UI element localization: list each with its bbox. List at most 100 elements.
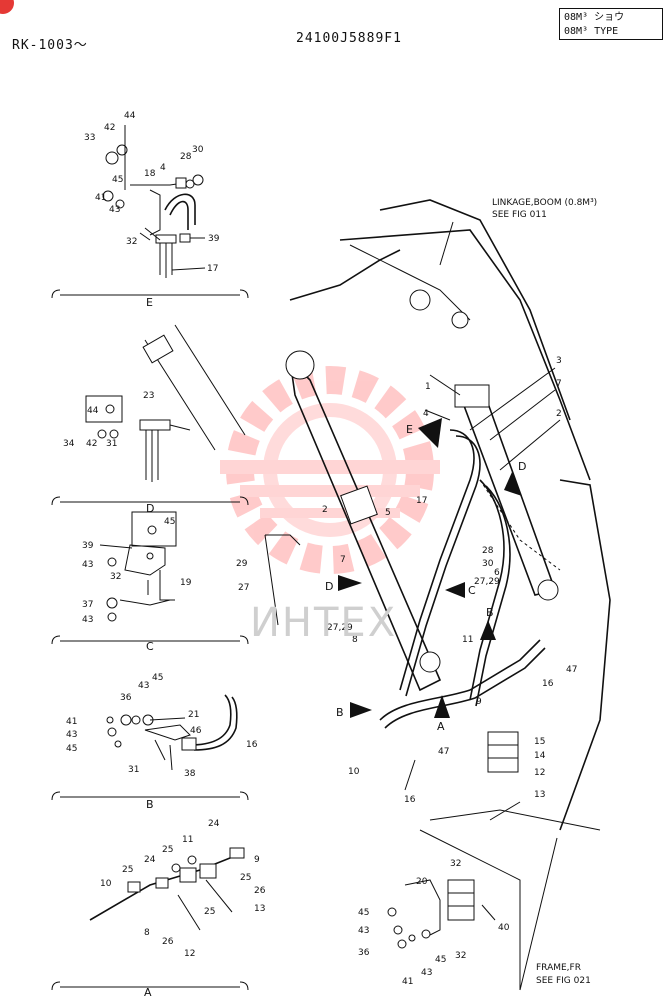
callout-43: 43 bbox=[82, 560, 93, 570]
arrow-a-label: A bbox=[437, 720, 445, 733]
callout-44: 44 bbox=[87, 406, 99, 416]
callout-17: 17 bbox=[207, 264, 218, 274]
arrow-c-label: C bbox=[468, 584, 476, 597]
callout-27-29: 27,29 bbox=[327, 623, 353, 633]
gear-watermark-icon bbox=[220, 366, 440, 574]
callout-45: 45 bbox=[112, 175, 123, 185]
callout-29: 29 bbox=[236, 559, 248, 569]
callout-11: 11 bbox=[182, 835, 193, 845]
callout-6: 6 bbox=[494, 568, 500, 578]
callout-16: 16 bbox=[246, 740, 258, 750]
callout-19: 19 bbox=[180, 578, 192, 588]
callout-39: 39 bbox=[82, 541, 94, 551]
callout-25: 25 bbox=[240, 873, 251, 883]
callout-43: 43 bbox=[82, 615, 93, 625]
callout-23: 23 bbox=[143, 391, 154, 401]
note-linkage-boom: LINKAGE,BOOM (0.8M³) bbox=[492, 198, 597, 208]
callout-38: 38 bbox=[184, 769, 196, 779]
callout-16: 16 bbox=[404, 795, 416, 805]
callout-25: 25 bbox=[122, 865, 133, 875]
callout-27-29: 27,29 bbox=[474, 577, 500, 587]
arrow-e-icon bbox=[418, 418, 442, 448]
callout-15: 15 bbox=[534, 737, 545, 747]
callout-7: 7 bbox=[340, 555, 346, 565]
callout-21: 21 bbox=[188, 710, 199, 720]
callout-10: 10 bbox=[348, 767, 360, 777]
callout-36: 36 bbox=[120, 693, 132, 703]
callout-26: 26 bbox=[162, 937, 174, 947]
detail-frame bbox=[387, 879, 496, 949]
callout-7: 7 bbox=[556, 379, 562, 389]
callout-11: 11 bbox=[462, 635, 473, 645]
callout-43: 43 bbox=[66, 730, 77, 740]
callout-41: 41 bbox=[95, 193, 106, 203]
section-b-caption: B bbox=[146, 798, 154, 811]
callout-9: 9 bbox=[254, 855, 260, 865]
arrow-d-top-icon bbox=[504, 472, 522, 496]
detail-d bbox=[51, 324, 249, 506]
callout-47: 47 bbox=[566, 665, 577, 675]
callout-45: 45 bbox=[66, 744, 77, 754]
callout-41: 41 bbox=[66, 717, 77, 727]
callout-17: 17 bbox=[416, 496, 427, 506]
callout-40: 40 bbox=[498, 923, 510, 933]
callout-8: 8 bbox=[352, 635, 358, 645]
callout-33: 33 bbox=[84, 133, 95, 143]
callout-18: 18 bbox=[144, 169, 156, 179]
type-box: 08M³ ショウ 08M³ TYPE bbox=[559, 8, 663, 40]
detail-b bbox=[51, 694, 249, 801]
callout-25: 25 bbox=[162, 845, 173, 855]
callout-45: 45 bbox=[358, 908, 369, 918]
section-a-caption: A bbox=[144, 986, 152, 999]
arrow-d-top-label: D bbox=[518, 460, 526, 473]
section-c-caption: C bbox=[146, 640, 154, 653]
callout-45: 45 bbox=[164, 517, 175, 527]
callout-37: 37 bbox=[82, 600, 93, 610]
callout-32: 32 bbox=[450, 859, 461, 869]
callout-42: 42 bbox=[104, 123, 115, 133]
callout-10: 10 bbox=[100, 879, 112, 889]
watermark-text: ИНТЕХ bbox=[250, 600, 398, 646]
callout-27: 27 bbox=[238, 583, 249, 593]
callout-9: 9 bbox=[476, 697, 482, 707]
callout-1: 1 bbox=[425, 382, 431, 392]
callout-3: 3 bbox=[556, 356, 562, 366]
callout-31: 31 bbox=[106, 439, 117, 449]
note-linkage-fig: SEE FIG 011 bbox=[492, 210, 547, 220]
callout-12: 12 bbox=[534, 768, 545, 778]
callout-45: 45 bbox=[435, 955, 446, 965]
callout-2: 2 bbox=[556, 409, 562, 419]
callout-44: 44 bbox=[124, 111, 136, 121]
callout-39: 39 bbox=[208, 234, 220, 244]
callout-32: 32 bbox=[455, 951, 466, 961]
callout-4: 4 bbox=[160, 163, 166, 173]
arrow-a-icon bbox=[434, 695, 450, 718]
callout-31: 31 bbox=[128, 765, 139, 775]
callout-43: 43 bbox=[109, 205, 120, 215]
arrow-e-label: E bbox=[406, 423, 413, 436]
callout-32: 32 bbox=[126, 237, 137, 247]
main-assembly bbox=[264, 199, 611, 991]
callout-26: 26 bbox=[254, 886, 266, 896]
callout-14: 14 bbox=[534, 751, 546, 761]
callout-43: 43 bbox=[421, 968, 432, 978]
section-d-caption: D bbox=[146, 502, 154, 515]
callout-13: 13 bbox=[534, 790, 545, 800]
callout-30: 30 bbox=[482, 559, 494, 569]
callout-45: 45 bbox=[152, 673, 163, 683]
callout-16: 16 bbox=[542, 679, 554, 689]
callout-8: 8 bbox=[144, 928, 150, 938]
type-line-english: 08M³ TYPE bbox=[564, 26, 619, 37]
callout-36: 36 bbox=[358, 948, 370, 958]
callout-20: 20 bbox=[416, 877, 428, 887]
callout-24: 24 bbox=[208, 819, 220, 829]
arrow-b-left-label: B bbox=[336, 706, 344, 719]
callout-4: 4 bbox=[423, 409, 429, 419]
callout-42: 42 bbox=[86, 439, 97, 449]
arrow-b-right-icon bbox=[480, 620, 496, 640]
model-range: RK-1003〜 bbox=[12, 38, 88, 53]
arrow-d-left-icon bbox=[338, 575, 362, 591]
note-frame-fig: SEE FIG 021 bbox=[536, 976, 591, 986]
callout-2: 2 bbox=[322, 505, 328, 515]
